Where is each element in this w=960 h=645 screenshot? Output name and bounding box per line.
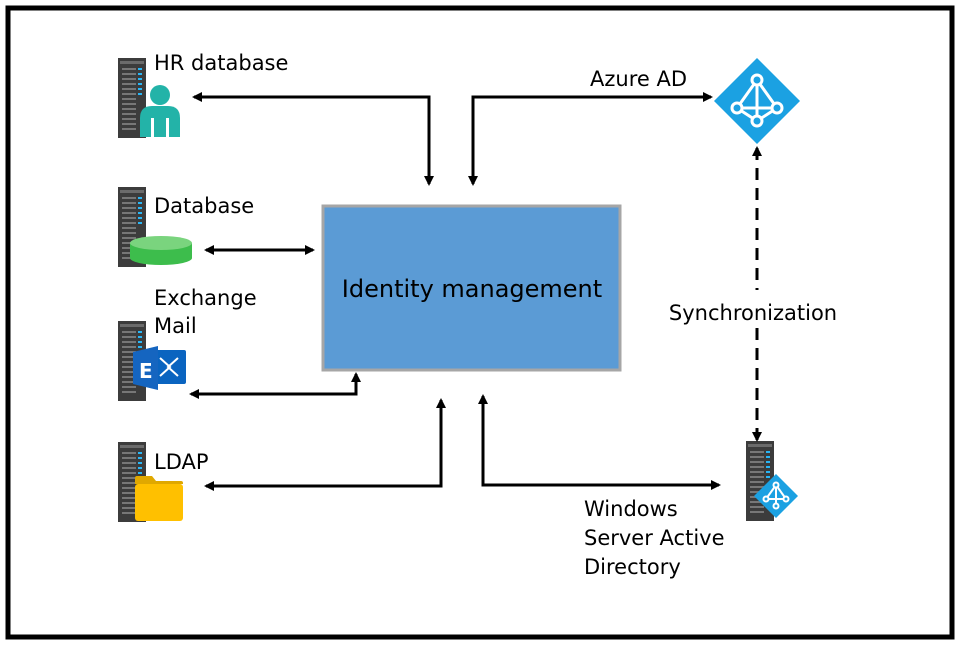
person-icon — [140, 85, 180, 137]
edge-ldap-identity — [204, 398, 446, 491]
ldap-node[interactable]: LDAP — [118, 442, 209, 522]
synchronization-label: Synchronization — [669, 301, 837, 325]
edge-identity-azure — [468, 92, 713, 186]
edge-exchange-identity — [189, 372, 361, 399]
identity-management-label: Identity management — [342, 275, 602, 303]
database-node[interactable]: Database — [118, 187, 254, 267]
hr-database-node[interactable]: HR database — [118, 51, 288, 138]
azure-ad-small-icon — [754, 474, 798, 518]
windows-server-ad-node[interactable]: Windows Server Active Directory — [584, 441, 798, 579]
azure-ad-node[interactable]: Azure AD — [590, 58, 800, 144]
exchange-mail-node[interactable]: E Exchange Mail — [118, 286, 257, 401]
hr-database-label: HR database — [154, 51, 288, 75]
wsad-label-line2: Server Active — [584, 526, 725, 550]
azure-ad-label: Azure AD — [590, 67, 687, 91]
identity-management-box[interactable]: Identity management — [321, 204, 622, 372]
azure-ad-icon — [714, 58, 800, 144]
outer-border — [5, 5, 955, 640]
wsad-label-line3: Directory — [584, 555, 681, 579]
exchange-icon: E — [133, 346, 186, 390]
exchange-label-line1: Exchange — [154, 286, 257, 310]
edge-identity-wsad — [478, 394, 721, 490]
database-label: Database — [154, 194, 254, 218]
database-icon — [130, 236, 192, 265]
folder-icon — [135, 476, 183, 521]
svg-text:E: E — [139, 359, 153, 383]
exchange-label-line2: Mail — [154, 314, 197, 338]
edge-hr-identity — [192, 92, 434, 186]
ldap-label: LDAP — [154, 450, 209, 474]
wsad-label-line1: Windows — [584, 497, 678, 521]
